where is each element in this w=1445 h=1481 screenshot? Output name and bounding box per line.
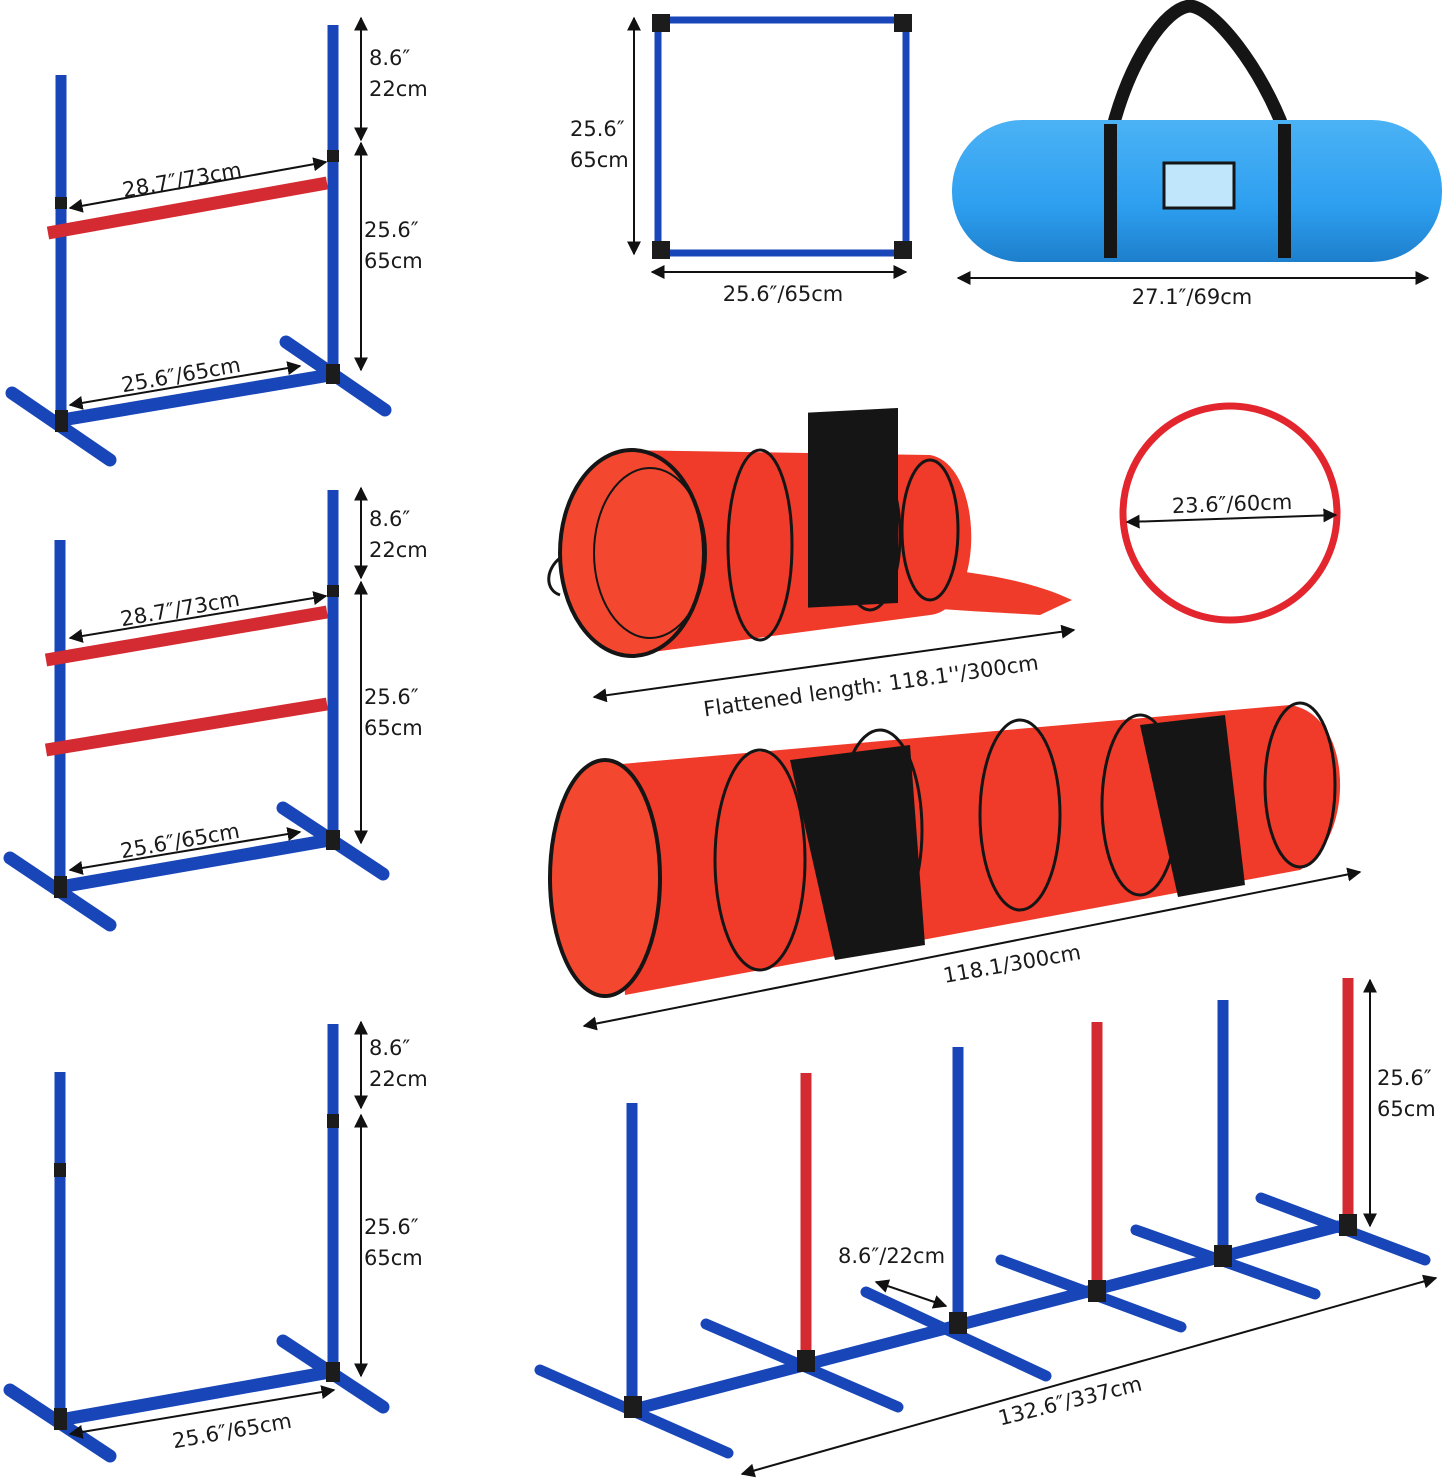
hurdle3-height-cm: 65cm xyxy=(364,1246,423,1270)
square-frame-height-cm: 65cm xyxy=(570,148,629,172)
hurdle1-top-extension-inch: 8.6″ xyxy=(369,46,410,70)
chute-tunnel-length-label: Flattened length: 118.1''/300cm xyxy=(702,651,1040,722)
hurdle-double-bar: 8.6″ 22cm 25.6″ 65cm 28.7″/73cm 25.6″/65… xyxy=(3,486,428,932)
hurdle3-top-extension-inch: 8.6″ xyxy=(369,1036,410,1060)
hurdle-frame-only: 8.6″ 22cm 25.6″ 65cm 25.6″/65cm xyxy=(3,1020,428,1463)
hurdle3-top-extension-cm: 22cm xyxy=(369,1067,428,1091)
hurdle1-height-inch: 25.6″ xyxy=(364,218,419,242)
hurdle1-height-cm: 65cm xyxy=(364,249,423,273)
hurdle3-base-width-label: 25.6″/65cm xyxy=(171,1409,294,1454)
square-frame: 25.6″ 65cm 25.6″/65cm xyxy=(570,14,912,306)
hurdle2-top-extension-cm: 22cm xyxy=(369,538,428,562)
tunnel-length-label: 118.1/300cm xyxy=(941,940,1082,988)
chute-tunnel: Flattened length: 118.1''/300cm xyxy=(547,407,1076,722)
weave-poles-height-inch: 25.6″ xyxy=(1377,1066,1432,1090)
hurdle2-height-inch: 25.6″ xyxy=(364,685,419,709)
weave-poles-height-cm: 65cm xyxy=(1377,1097,1436,1121)
square-frame-width-label: 25.6″/65cm xyxy=(723,282,843,306)
carry-bag: 27.1″/69cm xyxy=(952,0,1442,309)
hurdle1-top-extension-cm: 22cm xyxy=(369,77,428,101)
hurdle2-top-extension-inch: 8.6″ xyxy=(369,507,410,531)
square-frame-height-inch: 25.6″ xyxy=(570,117,625,141)
hurdle2-height-cm: 65cm xyxy=(364,716,423,740)
hoop: 23.6″/60cm xyxy=(1119,402,1341,624)
hurdle3-height-inch: 25.6″ xyxy=(364,1215,419,1239)
tunnel: 118.1/300cm xyxy=(548,701,1362,1031)
weave-poles: 25.6″ 65cm 8.6″/22cm 132.6″/337cm xyxy=(534,978,1438,1478)
hoop-diameter-label: 23.6″/60cm xyxy=(1171,490,1292,518)
carry-bag-length-label: 27.1″/69cm xyxy=(1132,285,1252,309)
weave-poles-spacing-label: 8.6″/22cm xyxy=(838,1244,945,1268)
hurdle-single-bar: 8.6″ 22cm 25.6″ 65cm 28.7″/73cm 25.6″/65… xyxy=(5,16,428,467)
